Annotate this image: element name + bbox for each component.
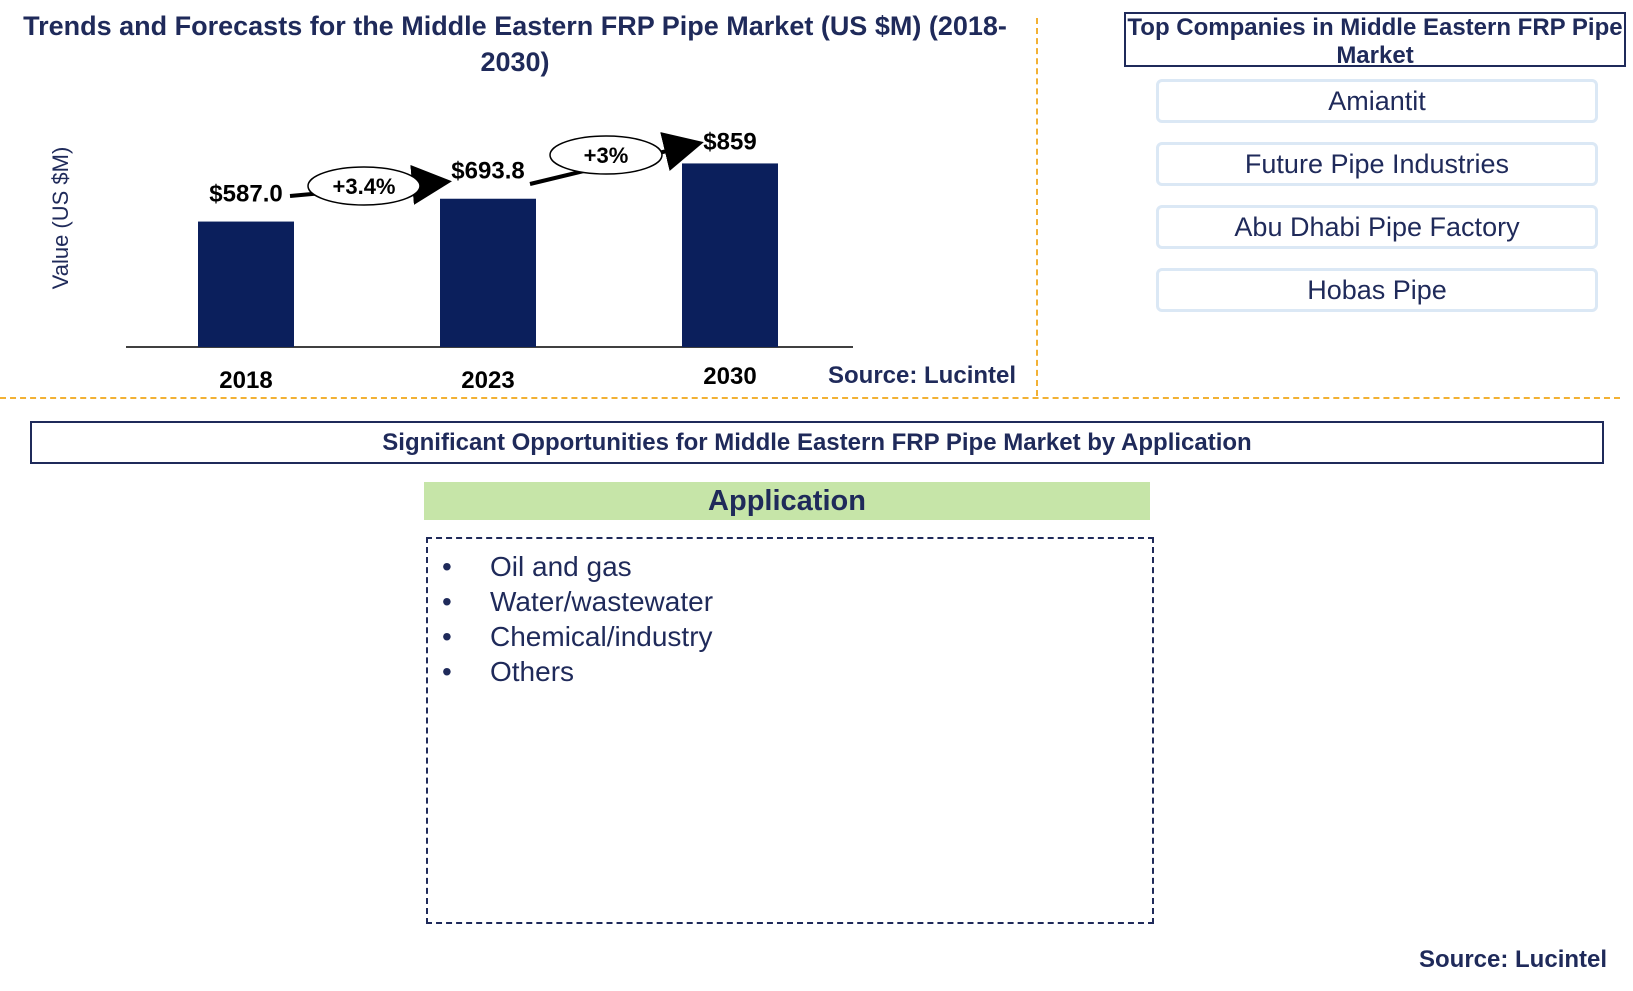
application-header: Application <box>424 482 1150 520</box>
chart-title: Trends and Forecasts for the Middle East… <box>23 11 1007 77</box>
bar-2030 <box>682 163 778 347</box>
bar-chart: Value (US $M) $587.0 $693.8 $859 2018 2023 2… <box>48 128 853 394</box>
x-tick-label: 2030 <box>703 363 756 390</box>
list-item: Others <box>442 654 1152 689</box>
company-item: Hobas Pipe <box>1156 268 1598 312</box>
company-item: Amiantit <box>1156 79 1598 123</box>
source-label-bottom: Source: Lucintel <box>1419 946 1608 973</box>
growth-label: +3% <box>584 143 629 168</box>
application-list-box: Oil and gas Water/wastewater Chemical/in… <box>426 537 1154 924</box>
application-list: Oil and gas Water/wastewater Chemical/in… <box>428 539 1152 689</box>
vertical-divider <box>1036 18 1038 396</box>
y-axis-label: Value (US $M) <box>48 147 73 290</box>
bar-2018 <box>198 221 294 347</box>
list-item: Chemical/industry <box>442 619 1152 654</box>
company-item: Abu Dhabi Pipe Factory <box>1156 205 1598 249</box>
opportunities-title: Significant Opportunities for Middle Eas… <box>30 421 1604 464</box>
bar-value-label: $693.8 <box>451 158 524 185</box>
list-item: Water/wastewater <box>442 584 1152 619</box>
growth-label: +3.4% <box>333 174 396 199</box>
source-label-top: Source: Lucintel <box>828 362 1017 389</box>
bar-value-label: $587.0 <box>209 181 282 208</box>
company-item: Future Pipe Industries <box>1156 142 1598 186</box>
companies-title: Top Companies in Middle Eastern FRP Pipe… <box>1124 12 1626 67</box>
horizontal-divider <box>0 397 1620 399</box>
list-item: Oil and gas <box>442 549 1152 584</box>
x-tick-label: 2023 <box>461 367 514 394</box>
growth-oval <box>307 166 421 206</box>
bar-2023 <box>440 198 536 347</box>
growth-oval <box>549 135 663 175</box>
x-tick-label: 2018 <box>219 367 272 394</box>
bar-value-label: $859 <box>703 128 756 155</box>
